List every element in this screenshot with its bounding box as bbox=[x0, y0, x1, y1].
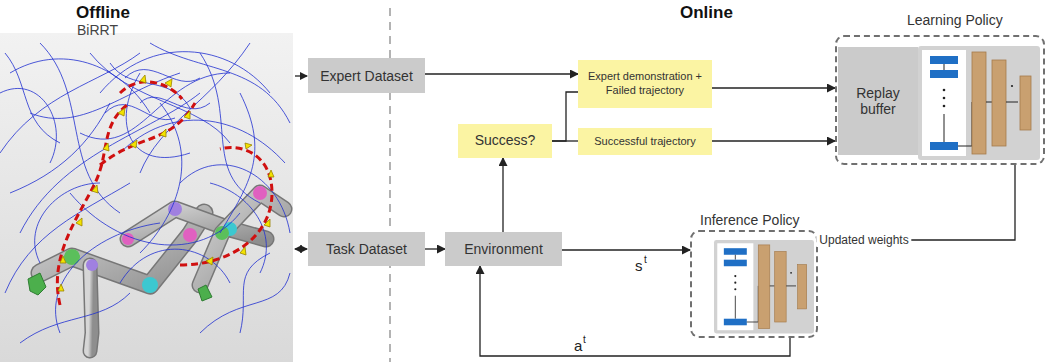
dataset-box: Task Dataset bbox=[308, 232, 425, 266]
box-label: Expert Dataset bbox=[320, 68, 413, 84]
arm-joints bbox=[28, 186, 267, 301]
flow-arrow bbox=[552, 92, 578, 141]
box-label: Expert demonstration + Failed trajectory bbox=[586, 70, 704, 98]
time-superscript: t bbox=[583, 334, 586, 345]
section-title: Offline bbox=[76, 3, 130, 23]
method-name: BiRRT bbox=[77, 22, 118, 38]
box-label: Success? bbox=[475, 132, 536, 150]
environment-box: Environment bbox=[445, 232, 562, 266]
box-label: Environment bbox=[464, 241, 543, 257]
decision-box: Success? bbox=[458, 124, 552, 158]
flow-arrow bbox=[425, 73, 578, 74]
box-label: Replay buffer bbox=[838, 85, 918, 117]
trajectory-box: Expert demonstration + Failed trajectory bbox=[578, 60, 712, 108]
flow-arrow bbox=[818, 165, 1015, 240]
group-heading: Inference Policy bbox=[700, 212, 800, 228]
replay-buffer-box: Replay buffer bbox=[838, 47, 918, 155]
trajectory-box: Successful trajectory bbox=[578, 128, 712, 155]
box-label: Successful trajectory bbox=[594, 135, 695, 149]
illustration-arrow bbox=[295, 248, 307, 249]
section-title: Online bbox=[680, 3, 733, 23]
group-heading: Learning Policy bbox=[907, 12, 1003, 28]
time-superscript: t bbox=[644, 254, 647, 265]
network-icon bbox=[714, 240, 814, 333]
illustration-arrow bbox=[295, 75, 307, 76]
birrt-illustration bbox=[0, 33, 293, 362]
flow-arrow bbox=[425, 248, 445, 249]
birrt-branches bbox=[0, 43, 290, 343]
dataset-box: Expert Dataset bbox=[308, 58, 425, 93]
edge-label: Updated weights bbox=[816, 233, 911, 247]
action-symbol: a bbox=[574, 337, 582, 354]
box-label: Task Dataset bbox=[326, 241, 407, 257]
state-symbol: s bbox=[635, 257, 643, 274]
flow-arrow bbox=[502, 158, 503, 232]
flow-arrow bbox=[712, 87, 835, 88]
flow-arrow bbox=[552, 140, 578, 141]
expert-paths bbox=[57, 82, 272, 305]
flow-arrow bbox=[480, 266, 790, 356]
flow-arrow bbox=[562, 249, 690, 250]
illustration-ground bbox=[0, 33, 293, 362]
network-icon bbox=[918, 46, 1040, 160]
policy-group: Inference Policy bbox=[690, 230, 818, 338]
flow-arrow bbox=[712, 140, 835, 141]
path-waypoints bbox=[58, 75, 274, 291]
policy-group: Learning PolicyReplay buffer bbox=[835, 35, 1045, 165]
